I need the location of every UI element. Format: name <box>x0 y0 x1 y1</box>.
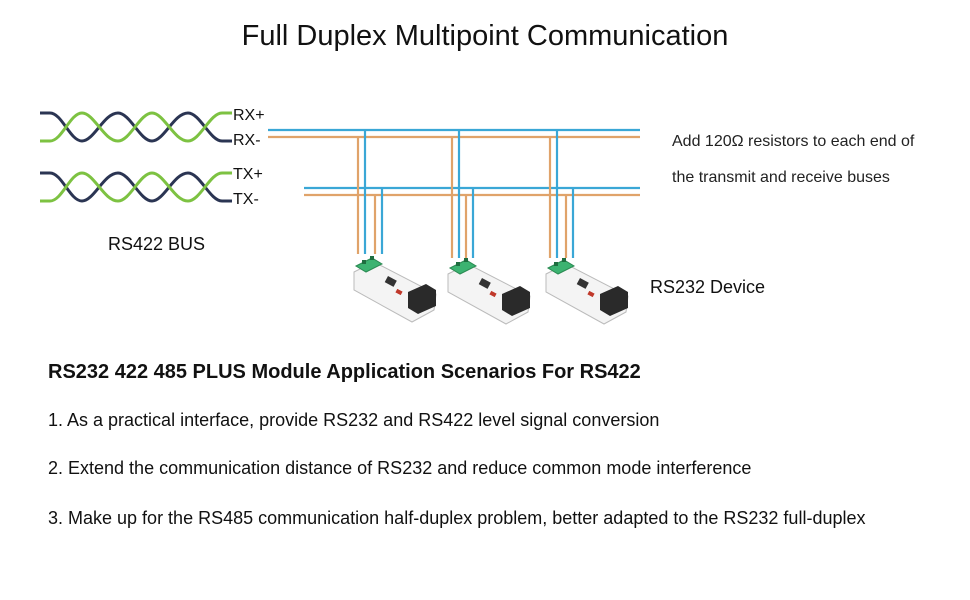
resistor-note-line1: Add 120Ω resistors to each end of <box>672 133 915 150</box>
rx-plus-label: RX+ <box>233 107 265 124</box>
rs232-device-1 <box>353 256 437 323</box>
tx-plus-label: TX+ <box>233 166 263 183</box>
page-title: Full Duplex Multipoint Communication <box>241 20 729 52</box>
device-label: RS232 Device <box>650 277 766 297</box>
resistor-note-line2: the transmit and receive buses <box>672 169 890 186</box>
drop-wires <box>356 130 575 258</box>
rx-twisted-pair <box>40 111 232 143</box>
tx-twisted-pair <box>40 171 232 203</box>
rx-minus-label: RX- <box>233 132 261 149</box>
application-item-3: 3. Make up for the RS485 communication h… <box>48 508 866 528</box>
application-item-2: 2. Extend the communication distance of … <box>48 458 752 478</box>
tx-minus-label: TX- <box>233 191 259 208</box>
application-item-1: 1. As a practical interface, provide RS2… <box>48 410 660 430</box>
rs232-device-3 <box>545 258 629 325</box>
rx-bus-lines <box>268 128 640 139</box>
bus-label: RS422 BUS <box>108 234 206 254</box>
application-heading: RS232 422 485 PLUS Module Application Sc… <box>48 361 641 383</box>
rs232-device-2 <box>447 258 531 325</box>
